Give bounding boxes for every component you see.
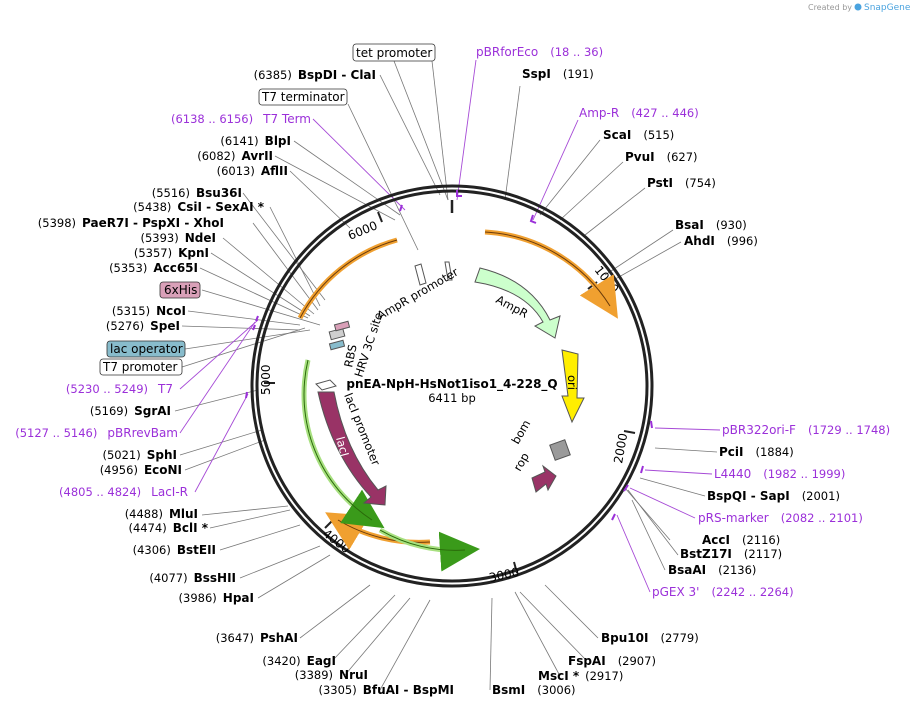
svg-text:(5438)CsiI - SexAI *: (5438)CsiI - SexAI * — [133, 200, 265, 214]
svg-text:(5276)SpeI: (5276)SpeI — [106, 319, 180, 333]
plasmid-name: pnEA-NpH-HsNot1iso1_4-228_Q — [346, 377, 557, 392]
tick-label-5000: 5000 — [259, 364, 273, 395]
backbone-inner-ring — [255, 189, 649, 583]
svg-text:(4474)BclI *: (4474)BclI * — [128, 521, 208, 535]
svg-text:ScaI(515): ScaI(515) — [603, 128, 674, 142]
primer-labels: pBRforEco(18 .. 36) Amp-R(427 .. 446) pB… — [15, 45, 890, 599]
primer-marks — [245, 190, 653, 521]
created-by-label: Created by — [808, 3, 852, 12]
svg-text:(5169)SgrAI: (5169)SgrAI — [90, 404, 171, 418]
laci-feature — [317, 391, 387, 506]
svg-text:BstZ17I(2117): BstZ17I(2117) — [680, 547, 782, 561]
rbs-label: RBS — [341, 343, 359, 368]
primer-leader-lines — [179, 59, 721, 593]
svg-text:PstI(754): PstI(754) — [647, 176, 716, 190]
svg-text:(5021)SphI: (5021)SphI — [103, 448, 178, 462]
backbone-outer-ring — [250, 184, 654, 588]
ampr-feature — [474, 267, 561, 339]
svg-text:Amp-R(427 .. 446): Amp-R(427 .. 446) — [579, 106, 699, 120]
svg-text:(5398)PaeR7I - PspXI - XhoI: (5398)PaeR7I - PspXI - XhoI — [38, 216, 224, 230]
laci-label: lacI — [333, 435, 352, 458]
plasmid-size: 6411 bp — [428, 391, 476, 405]
svg-text:(5353)Acc65I: (5353)Acc65I — [109, 261, 198, 275]
snapgene-label: SnapGene — [864, 3, 911, 13]
tet-promoter-box: tet promoter — [356, 46, 432, 60]
svg-text:(5315)NcoI: (5315)NcoI — [112, 304, 186, 318]
t7-promoter-box: T7 promoter — [102, 360, 178, 374]
svg-text:AhdI(996): AhdI(996) — [684, 234, 758, 248]
tick-label-6000: 6000 — [346, 218, 380, 242]
svg-text:(5357)KpnI: (5357)KpnI — [134, 246, 209, 260]
svg-text:(3420)EagI: (3420)EagI — [262, 654, 336, 668]
t7-terminator-box: T7 terminator — [261, 90, 345, 104]
svg-text:(3986)HpaI: (3986)HpaI — [179, 591, 254, 605]
svg-text:BsaI(930): BsaI(930) — [675, 218, 747, 232]
svg-text:(5516)Bsu36I: (5516)Bsu36I — [152, 186, 242, 200]
svg-text:PvuI(627): PvuI(627) — [625, 150, 698, 164]
laci-promoter-feature — [315, 379, 337, 391]
tick-label-3000: 3000 — [488, 565, 521, 585]
svg-text:Bpu10I(2779): Bpu10I(2779) — [601, 631, 699, 645]
tet-promoter-feature — [444, 261, 453, 281]
svg-text:(4077)BssHII: (4077)BssHII — [149, 571, 236, 585]
svg-text:L4440(1982 .. 1999): L4440(1982 .. 1999) — [714, 467, 845, 481]
svg-text:pGEX 3'(2242 .. 2264): pGEX 3'(2242 .. 2264) — [652, 585, 794, 599]
svg-text:BsmI(3006): BsmI(3006) — [492, 683, 576, 697]
tick-label-2000: 2000 — [611, 432, 630, 465]
his-tag-box: 6xHis — [164, 283, 197, 297]
svg-text:(4805 .. 4824)LacI-R: (4805 .. 4824)LacI-R — [59, 485, 188, 499]
svg-text:BspQI - SapI(2001): BspQI - SapI(2001) — [707, 489, 840, 503]
svg-text:(6082)AvrII: (6082)AvrII — [197, 149, 273, 163]
svg-text:(4488)MluI: (4488)MluI — [125, 507, 198, 521]
ampr-promoter-feature — [414, 263, 427, 286]
rop-label: rop — [510, 450, 532, 473]
svg-text:(6138 .. 6156)T7 Term: (6138 .. 6156)T7 Term — [171, 112, 311, 126]
right-site-labels: SspI(191) ScaI(515) PvuI(627) PstI(754) … — [492, 67, 840, 697]
bom-label: bom — [508, 417, 533, 446]
orf-arcs — [297, 229, 618, 572]
snapgene-logo-icon — [854, 3, 862, 11]
svg-text:pRS-marker(2082 .. 2101): pRS-marker(2082 .. 2101) — [698, 511, 863, 525]
svg-text:SspI(191): SspI(191) — [522, 67, 594, 81]
his-tag-feature — [333, 320, 351, 332]
svg-text:(5127 .. 5146)pBRrevBam: (5127 .. 5146)pBRrevBam — [15, 426, 178, 440]
svg-text:pBR322ori-F(1729 .. 1748): pBR322ori-F(1729 .. 1748) — [722, 423, 890, 437]
svg-text:(6013)AflII: (6013)AflII — [217, 164, 288, 178]
bom-feature — [549, 439, 571, 461]
ori-label: ori — [565, 375, 579, 390]
lac-operator-box: lac operator — [110, 342, 183, 356]
boxed-feature-labels: tet promoter T7 terminator 6xHis lac ope… — [99, 43, 436, 376]
svg-text:(5230 .. 5249)T7: (5230 .. 5249)T7 — [66, 382, 173, 396]
svg-text:FspAI(2907): FspAI(2907) — [568, 654, 656, 668]
svg-text:(4306)BstEII: (4306)BstEII — [133, 543, 216, 557]
svg-text:(3389)NruI: (3389)NruI — [295, 668, 368, 682]
left-site-labels: (3305)BfuAI - BspMI (3389)NruI (3420)Eag… — [38, 68, 454, 697]
svg-text:(6141)BlpI: (6141)BlpI — [220, 134, 291, 148]
ori-feature — [561, 349, 585, 424]
rop-feature — [531, 464, 557, 493]
svg-text:(6385)BspDI - ClaI: (6385)BspDI - ClaI — [254, 68, 376, 82]
svg-text:(3647)PshAI: (3647)PshAI — [216, 631, 298, 645]
svg-text:pBRforEco(18 .. 36): pBRforEco(18 .. 36) — [476, 45, 603, 59]
svg-text:(4956)EcoNI: (4956)EcoNI — [100, 463, 182, 477]
svg-text:BsaAI(2136): BsaAI(2136) — [668, 563, 756, 577]
svg-text:MscI *(2917): MscI *(2917) — [538, 669, 623, 683]
svg-text:(5393)NdeI: (5393)NdeI — [141, 231, 217, 245]
svg-text:PciI(1884): PciI(1884) — [719, 445, 794, 459]
svg-text:(3305)BfuAI - BspMI: (3305)BfuAI - BspMI — [318, 683, 454, 697]
lac-operator-feature — [328, 339, 346, 351]
svg-text:AccI(2116): AccI(2116) — [702, 533, 780, 547]
hrv-3c-site-label: HRV 3C site — [352, 311, 386, 379]
